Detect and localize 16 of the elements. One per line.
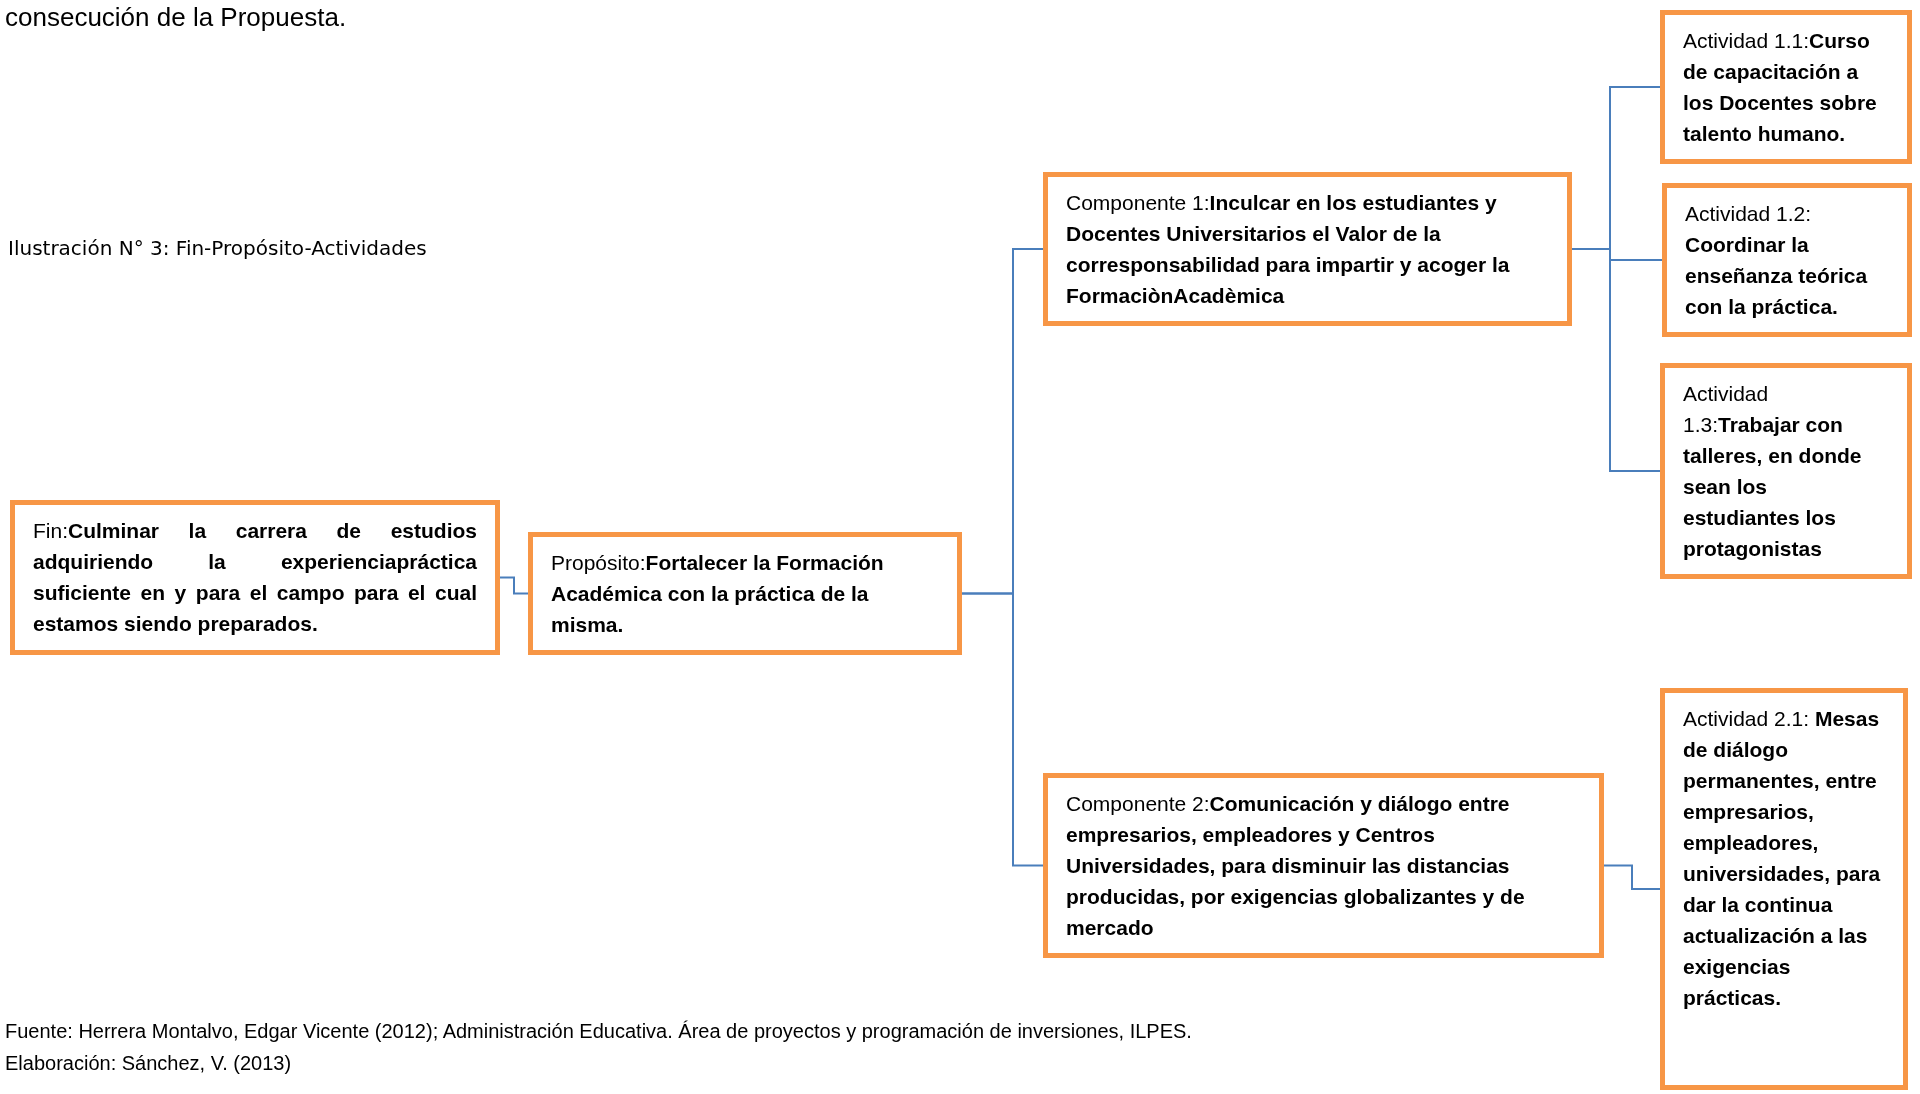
credit-note: Elaboración: Sánchez, V. (2013) [5,1052,292,1075]
text-box: Actividad 2.1: Mesas de diálogo permanentes, entre empresarios, empleadores, universidades, para dar la continua actualización a las exigencias prácticas. [1660,688,1908,1090]
connector-line [1571,248,1661,472]
text-box: Actividad 1.1:Curso de capacitación a los Docentes sobre talento humano. [1660,10,1912,164]
text-box: Actividad 1.3:Trabajar con talleres, en donde sean los estudiantes los protagonistas [1660,363,1912,579]
text-box: Actividad 1.2: Coordinar la enseñanza teórica con la práctica. [1662,183,1912,337]
connector-line [499,576,529,595]
connector-line [1603,864,1661,890]
body-text: consecución de la Propuesta. [5,2,347,33]
text-box: Componente 1:Inculcar en los estudiantes y Docentes Universitarios el Valor de la corresponsabilidad para impartir y acoger la FormaciònAcadèmica [1043,172,1572,326]
text-box: Componente 2:Comunicación y diálogo entre empresarios, empleadores y Centros Universidades, para disminuir las distancias producidas, por exigencias globalizantes y de mercado [1043,773,1604,958]
source-note: Fuente: Herrera Montalvo, Edgar Vicente (2012); Administración Educativa. Área de proyectos y programación de inversiones, ILPES. [5,1020,1192,1043]
connector-line [961,592,1044,867]
text-box: Fin:Culminar la carrera de estudios adquiriendo la experienciapráctica suficiente en y para el campo para el cual estamos siendo preparados. [10,500,500,655]
figure-title: Ilustración N° 3: Fin-Propósito-Actividades [8,236,427,260]
text-box: Propósito:Fortalecer la Formación Académica con la práctica de la misma. [528,532,962,655]
